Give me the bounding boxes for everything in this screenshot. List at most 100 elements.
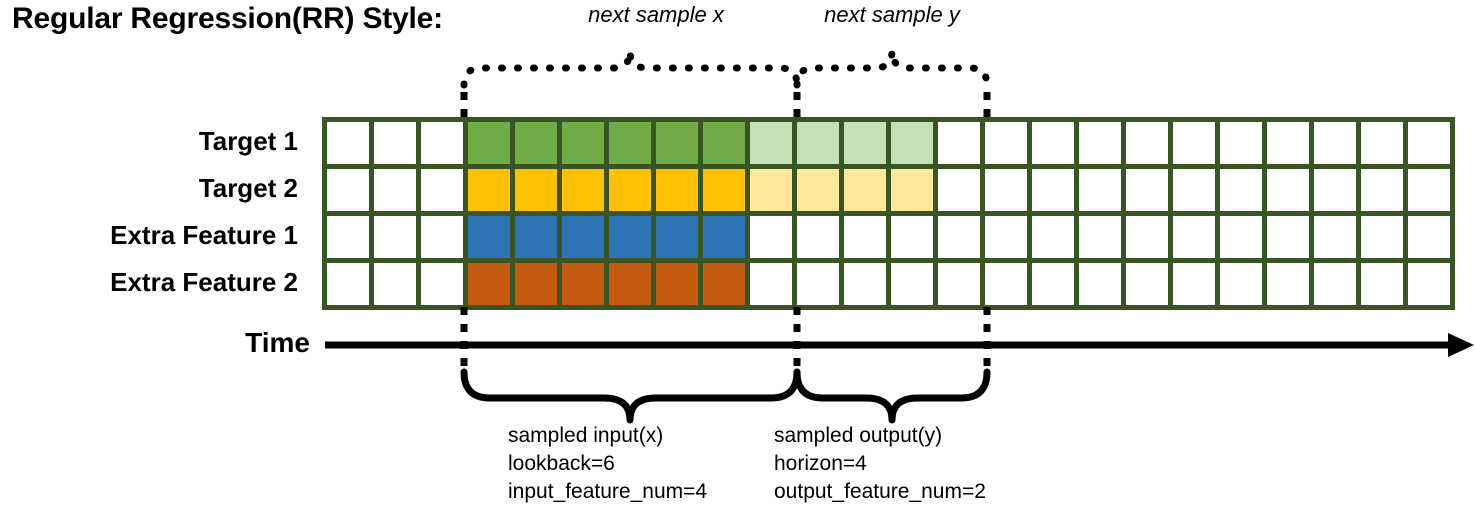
grid-cell	[938, 216, 980, 258]
row-label-extra-feature-1: Extra Feature 1	[110, 219, 298, 250]
time-axis-label: Time	[245, 327, 310, 358]
grid-cell	[609, 169, 651, 211]
next-sample-x-label: next sample x	[588, 2, 724, 27]
grid-cell	[750, 169, 792, 211]
grid-cell	[1032, 216, 1074, 258]
page-title: Regular Regression(RR) Style:	[12, 2, 443, 35]
row-label-target-2: Target 2	[198, 172, 298, 203]
time-axis-arrowhead	[1448, 333, 1474, 357]
grid-cell	[1267, 216, 1309, 258]
grid-cell	[1173, 216, 1215, 258]
grid-cell	[797, 263, 839, 305]
grid-cell	[468, 122, 510, 164]
sampled-input-featnum: input_feature_num=4	[508, 479, 708, 503]
grid-cell	[515, 122, 557, 164]
grid-cell	[891, 122, 933, 164]
grid-cell	[1126, 263, 1168, 305]
grid-cell	[1314, 263, 1356, 305]
grid-cell	[1267, 169, 1309, 211]
grid-cell	[515, 216, 557, 258]
grid-cell	[703, 263, 745, 305]
grid-cell	[468, 263, 510, 305]
grid-cell	[1361, 216, 1403, 258]
grid-cell	[374, 169, 416, 211]
grid-cell	[844, 169, 886, 211]
grid-cell	[327, 122, 369, 164]
grid-cell	[421, 122, 463, 164]
grid-cell	[1220, 263, 1262, 305]
grid-cell	[1220, 169, 1262, 211]
grid-cell	[1408, 169, 1450, 211]
grid-cell	[562, 216, 604, 258]
grid-cell	[327, 169, 369, 211]
grid-cell	[1079, 216, 1121, 258]
grid-cell	[1032, 122, 1074, 164]
brace-sampled-output	[793, 368, 991, 424]
sampled-output-title: sampled output(y)	[774, 424, 943, 447]
grid-cell	[985, 216, 1027, 258]
grid-cell	[421, 263, 463, 305]
grid-row-target-2	[327, 169, 1450, 211]
grid-cell	[938, 263, 980, 305]
grid-cell	[374, 122, 416, 164]
grid-cell	[938, 122, 980, 164]
grid-cell	[985, 122, 1027, 164]
grid-cell	[327, 263, 369, 305]
sampled-input-lookback: lookback=6	[508, 451, 615, 475]
grid-cell	[703, 169, 745, 211]
grid-cell	[985, 263, 1027, 305]
grid-cell	[1173, 122, 1215, 164]
grid-cell	[985, 169, 1027, 211]
grid-cell	[609, 122, 651, 164]
grid-row-target-1	[327, 122, 1450, 164]
grid-cell	[891, 169, 933, 211]
grid-cell	[1032, 169, 1074, 211]
grid-cell	[515, 169, 557, 211]
grid-cell	[609, 263, 651, 305]
grid-cell	[421, 216, 463, 258]
grid-cell	[1361, 263, 1403, 305]
grid-cell	[421, 169, 463, 211]
sampled-output-annotation: sampled output(y) horizon=4 output_featu…	[774, 422, 986, 506]
grid-cell	[562, 122, 604, 164]
grid-cell	[797, 169, 839, 211]
grid-cell	[1408, 122, 1450, 164]
grid-cell	[1032, 263, 1074, 305]
grid-cell	[1361, 122, 1403, 164]
grid-cell	[1126, 216, 1168, 258]
sampled-input-title: sampled input(x)	[508, 424, 664, 447]
grid-cell	[1408, 216, 1450, 258]
grid-cell	[656, 169, 698, 211]
grid-cell	[1220, 122, 1262, 164]
grid-cell	[1267, 122, 1309, 164]
grid-cell	[468, 216, 510, 258]
dotted-leaders-bottom	[460, 307, 991, 372]
brace-next-sample-x	[460, 50, 801, 89]
sampled-input-annotation: sampled input(x) lookback=6 input_featur…	[508, 422, 707, 506]
grid-cell	[1173, 169, 1215, 211]
grid-cell	[656, 122, 698, 164]
grid-cell	[1126, 122, 1168, 164]
brace-next-sample-y	[793, 50, 991, 89]
grid-row-extra-feature-1	[327, 216, 1450, 258]
timeline-grid	[322, 117, 1455, 310]
grid-cell	[844, 263, 886, 305]
grid-cell	[1079, 263, 1121, 305]
grid-cell	[797, 122, 839, 164]
dotted-leaders-top	[460, 85, 991, 117]
grid-cell	[750, 263, 792, 305]
grid-cell	[374, 216, 416, 258]
grid-cell	[1079, 169, 1121, 211]
grid-cell	[468, 169, 510, 211]
grid-cell	[327, 216, 369, 258]
sampled-output-featnum: output_feature_num=2	[774, 479, 986, 503]
grid-cell	[1314, 169, 1356, 211]
grid-cell	[1408, 263, 1450, 305]
grid-cell	[1314, 122, 1356, 164]
grid-cell	[891, 263, 933, 305]
grid-cell	[656, 263, 698, 305]
grid-cell	[609, 216, 651, 258]
grid-cell	[1126, 169, 1168, 211]
grid-cell	[891, 216, 933, 258]
